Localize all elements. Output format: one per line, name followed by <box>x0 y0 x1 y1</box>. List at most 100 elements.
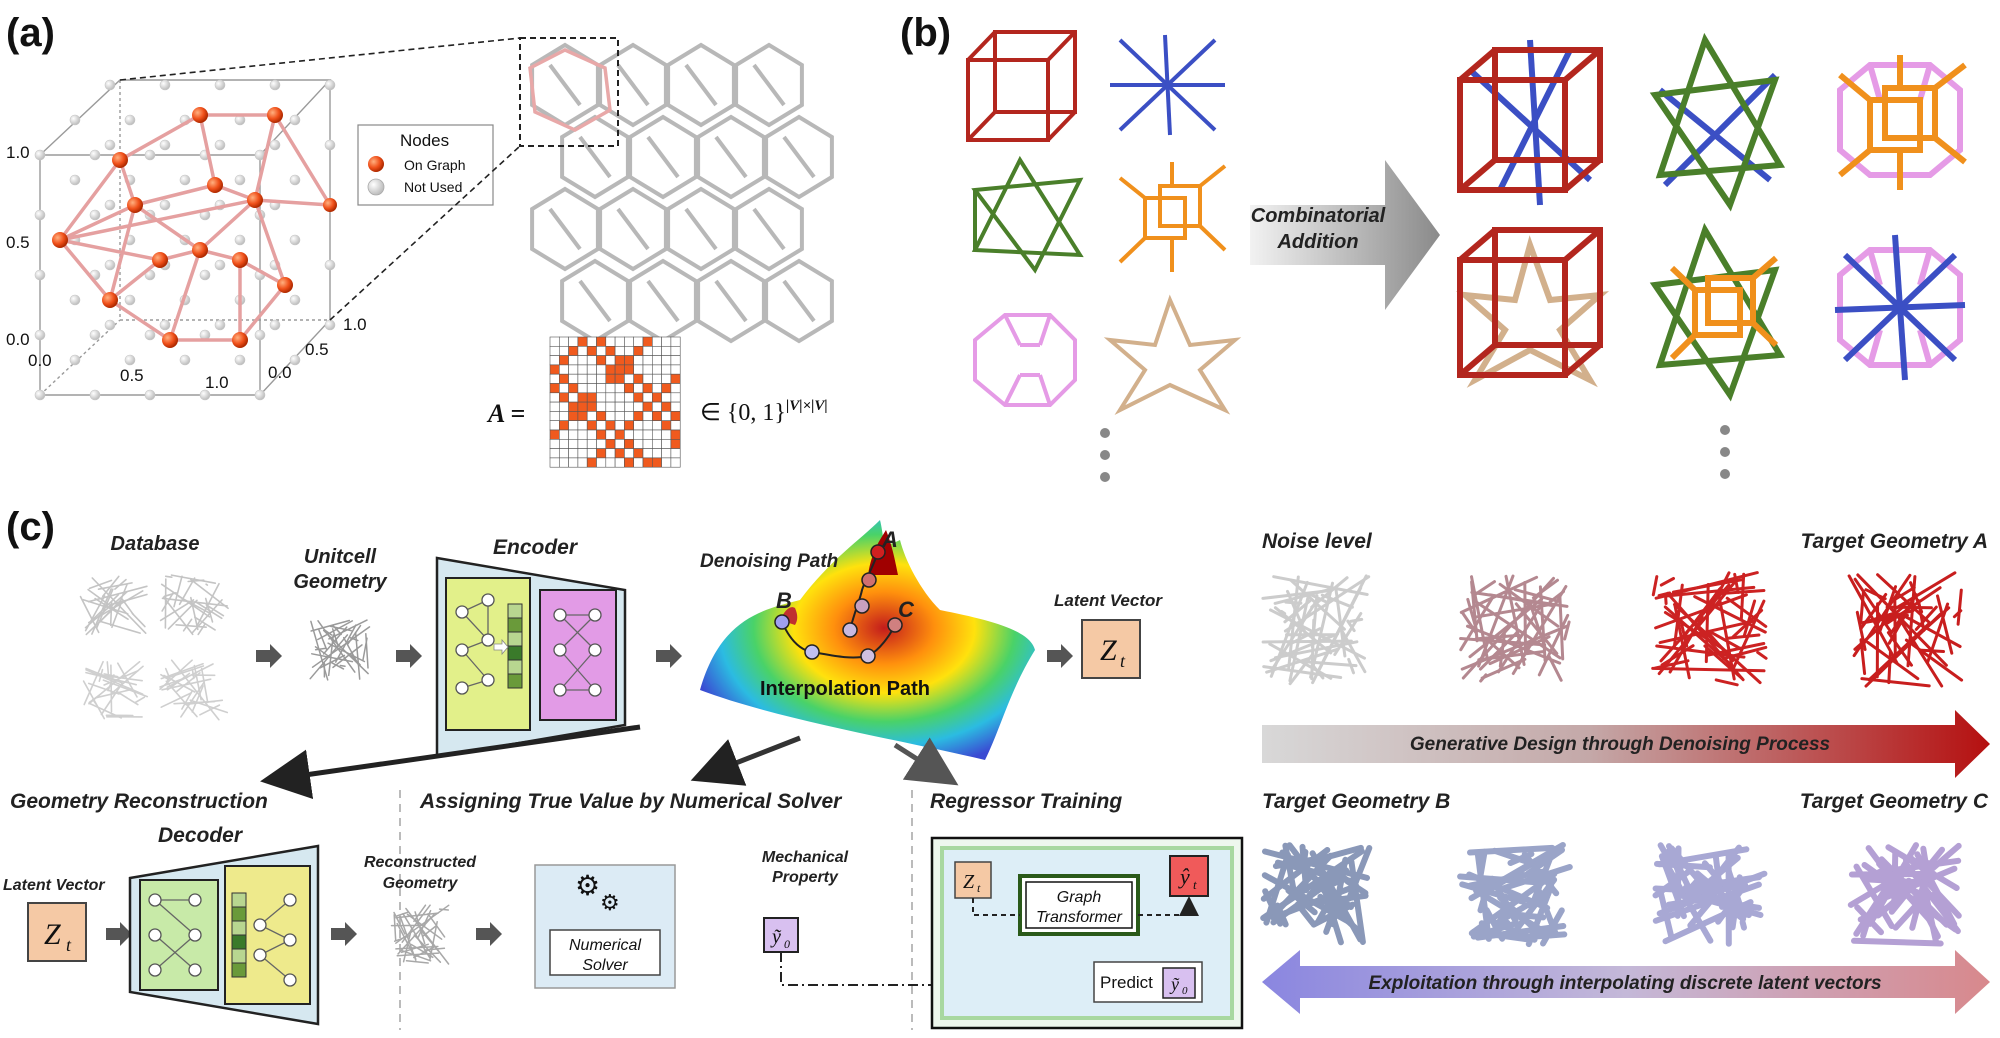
strut <box>311 626 371 668</box>
matrix-cell <box>642 420 653 431</box>
matrix-cell <box>577 345 588 356</box>
grey-node <box>69 294 81 306</box>
matrix-cell <box>605 438 616 449</box>
strut <box>1287 575 1300 672</box>
grey-node <box>234 354 246 366</box>
strut <box>1537 613 1570 677</box>
strut <box>1280 610 1287 615</box>
strut <box>194 616 216 631</box>
strut <box>311 653 354 663</box>
matrix-cell <box>558 457 569 468</box>
matrix-cell <box>633 383 644 394</box>
strut <box>1897 616 1944 688</box>
matrix-cell <box>586 429 597 440</box>
matrix-cell <box>577 373 588 384</box>
gears-icon: ⚙ <box>575 870 600 901</box>
matrix-cell <box>549 373 560 384</box>
matrix-cell <box>624 448 635 459</box>
matrix-cell <box>568 345 579 356</box>
strut <box>417 909 432 938</box>
matrix-cell <box>558 392 569 403</box>
strut <box>161 597 228 607</box>
strut <box>1320 593 1354 609</box>
matrix-cell <box>614 392 625 403</box>
grey-node <box>34 149 46 161</box>
interpolation-sequence <box>1260 842 1962 948</box>
matrix-cell <box>605 336 616 347</box>
strut <box>117 662 138 698</box>
strut <box>1853 880 1893 937</box>
matrix-cell <box>633 420 644 431</box>
matrix-cell <box>549 383 560 394</box>
strut-geometry <box>1260 842 1373 946</box>
strut <box>1538 585 1547 662</box>
matrix-cell <box>549 411 560 421</box>
matrix-cell <box>661 420 672 431</box>
matrix-cell <box>577 383 588 394</box>
strut <box>167 599 198 630</box>
latent-vector-label-2: Latent Vector <box>3 877 105 894</box>
matrix-cell <box>670 336 681 347</box>
svg-text:0.0: 0.0 <box>28 351 52 370</box>
strut <box>160 673 170 681</box>
strut <box>1460 610 1478 634</box>
strut-geometry <box>1651 571 1768 687</box>
svg-text:0.5: 0.5 <box>305 340 329 359</box>
matrix-cell <box>642 355 653 366</box>
matrix-cell <box>614 364 625 375</box>
grey-node <box>89 209 101 221</box>
svg-text:Graph: Graph <box>1057 889 1102 906</box>
matrix-cell <box>568 429 579 440</box>
strut <box>88 590 144 624</box>
lattice-cell <box>696 114 766 200</box>
strut <box>1956 588 1963 626</box>
lattice-strut <box>548 207 582 251</box>
svg-text:t: t <box>1120 651 1126 671</box>
lattice-strut <box>578 279 612 323</box>
matrix-cell <box>633 438 644 449</box>
strut <box>1348 858 1366 945</box>
matrix-cell <box>596 373 607 384</box>
matrix-cell <box>670 401 681 412</box>
strut <box>87 585 148 603</box>
strut <box>1499 910 1547 921</box>
combinatorial-arrow: Combinatorial Addition <box>1250 160 1440 310</box>
strut <box>329 625 352 632</box>
matrix-cell <box>614 401 625 412</box>
strut <box>205 583 209 586</box>
latent-vector-label: Latent Vector <box>1054 591 1163 610</box>
encoder-block <box>435 556 627 759</box>
strut <box>1523 581 1527 655</box>
strut <box>164 575 173 579</box>
matrix-cell <box>596 457 607 468</box>
lattice-strut <box>616 207 650 251</box>
matrix-cell <box>670 383 681 394</box>
matrix-cell <box>596 383 607 394</box>
matrix-cell <box>577 392 588 403</box>
strut <box>323 629 333 636</box>
matrix-cell <box>614 411 625 421</box>
matrix-cell <box>586 448 597 459</box>
latent-vector-box: Z t <box>1081 619 1141 679</box>
primitive-cube-red <box>966 30 1077 142</box>
strut <box>1904 638 1964 682</box>
strut <box>159 676 189 688</box>
geometry-reconstruction-label: Geometry Reconstruction <box>10 790 268 813</box>
strut <box>1853 863 1895 929</box>
box-back-left <box>39 319 121 396</box>
branch-arrows <box>260 724 959 800</box>
grey-node <box>34 329 46 341</box>
matrix-cell <box>568 355 579 366</box>
matrix-cell <box>651 457 662 468</box>
matrix-cell <box>661 448 672 459</box>
matrix-cell <box>596 438 607 449</box>
strut <box>1851 937 1944 947</box>
strut <box>318 629 328 651</box>
grey-node <box>159 319 171 331</box>
matrix-cell <box>558 429 569 440</box>
strut-geometry <box>79 575 148 636</box>
matrix-cell <box>642 392 653 403</box>
matrix-cell <box>586 364 597 375</box>
unitcell-label-1: Unitcell <box>304 546 377 568</box>
matrix-cell <box>633 401 644 412</box>
